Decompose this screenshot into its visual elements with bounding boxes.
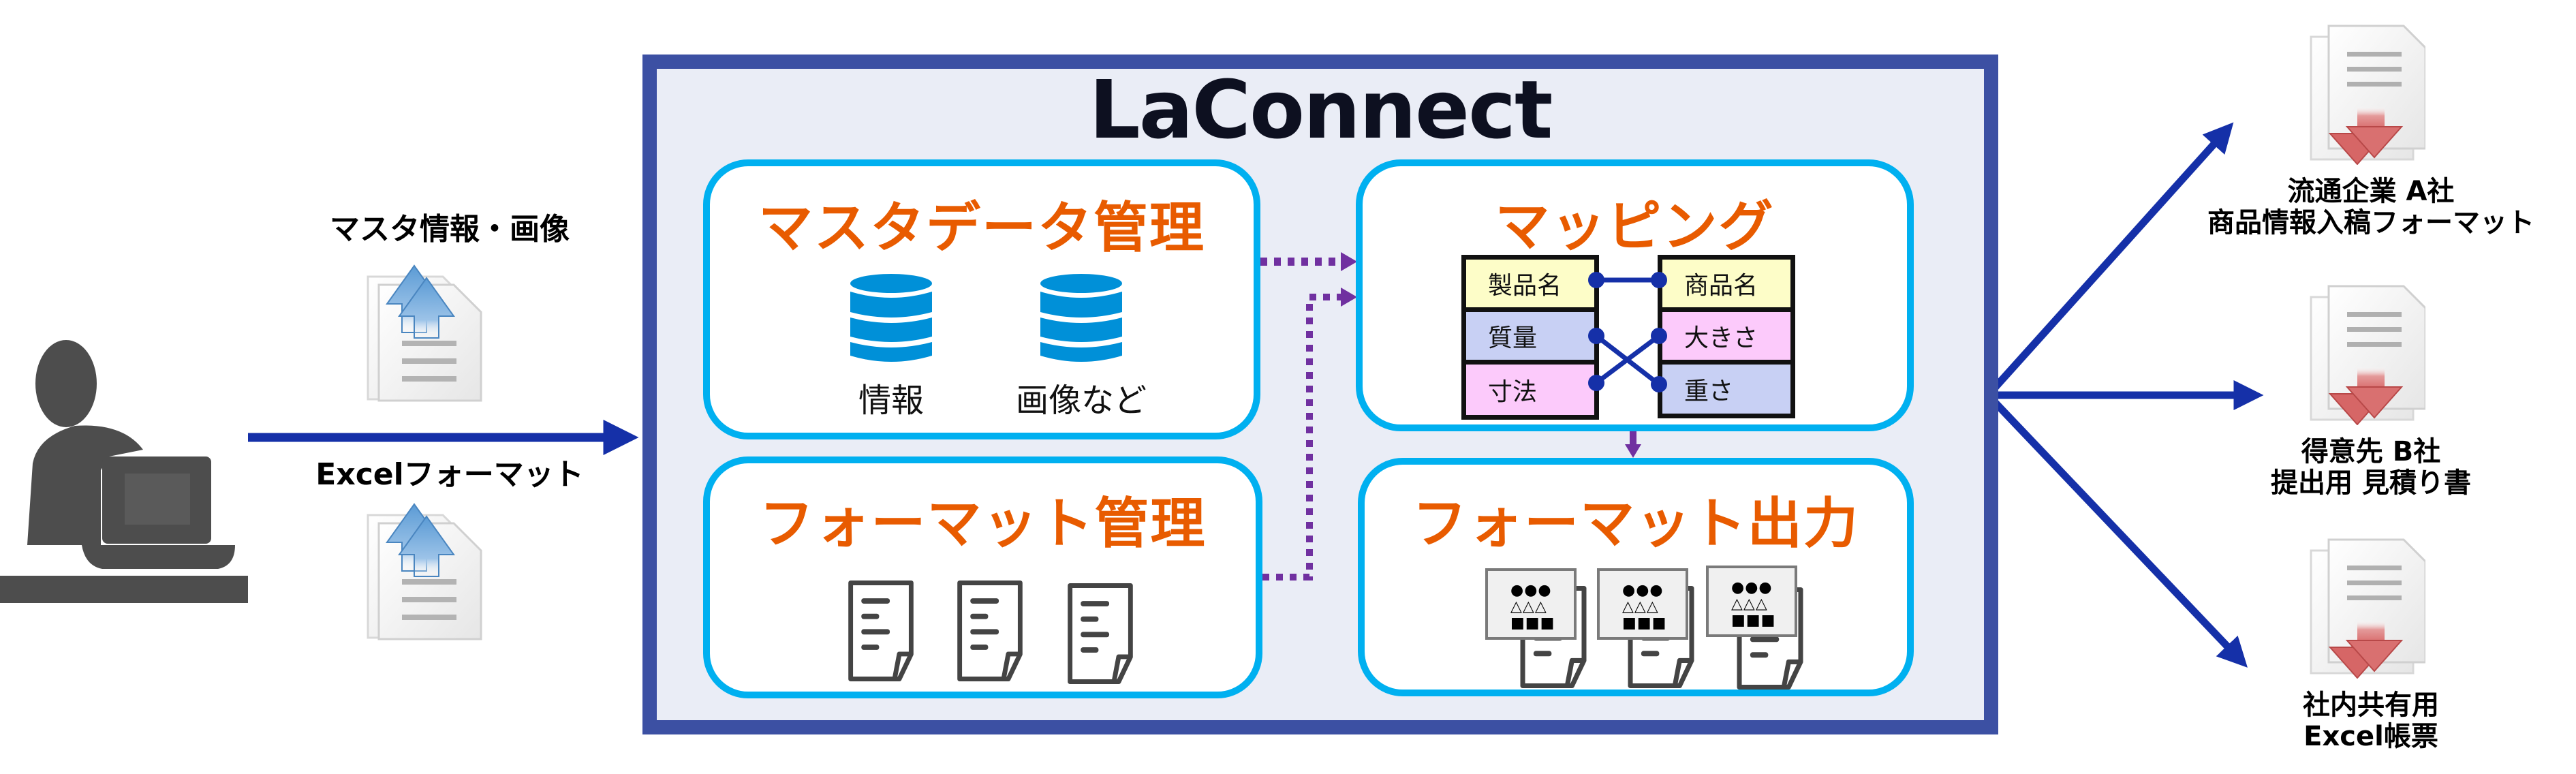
card-row-squares: ■■■ [1510,615,1555,632]
output-label-line1: 得意先 B社 [2301,436,2441,467]
output-label-a: 流通企業 A社 商品情報入稿フォーマット [2180,176,2562,238]
panel-mapping: マッピング [1356,159,1914,431]
panel-format-management: フォーマット管理 [703,456,1262,698]
card-row-circles: ●●● [1510,582,1552,599]
mapping-links [1588,272,1667,392]
output-preview-card: ●●● △△△ ■■■ [1485,568,1577,640]
card-row-circles: ●●● [1622,582,1664,599]
document-icon [1063,583,1138,684]
source-field: 製品名 [1461,255,1599,312]
database-icon [1040,274,1122,362]
output-label-line2: Excel帳票 [2303,721,2438,752]
output-label-line2: 商品情報入稿フォーマット [2207,207,2534,238]
output-label-line1: 流通企業 A社 [2287,176,2455,207]
card-row-squares: ■■■ [1731,612,1776,629]
document-icon [843,580,918,681]
source-field: 寸法 [1461,360,1599,420]
card-row-circles: ●●● [1731,579,1773,596]
panel-title: マスタデータ管理 [758,196,1205,260]
output-label-line2: 提出用 見積り書 [2271,467,2471,499]
target-field: 大きさ [1658,307,1795,365]
output-preview-card: ●●● △△△ ■■■ [1706,566,1797,637]
database-icons [850,274,1122,362]
output-arrow-c [1987,394,2248,668]
arrowhead-icon [1341,252,1357,271]
output-preview-card: ●●● △△△ ■■■ [1597,568,1688,640]
database-label: 画像など [1015,382,1147,420]
panel-title: フォーマット管理 [759,492,1207,555]
arrowhead-icon [1625,444,1641,458]
panel-title: フォーマット出力 [1412,492,1859,555]
output-label-b: 得意先 B社 提出用 見積り書 [2180,436,2562,499]
mapping-link [1594,334,1661,385]
output-arrow-a [1986,122,2234,397]
panel-title: マッピング [1495,195,1775,258]
card-row-squares: ■■■ [1622,615,1667,632]
output-label-c: 社内共有用 Excel帳票 [2180,690,2562,752]
document-icon [952,580,1027,681]
output-label-line1: 社内共有用 [2303,690,2439,721]
panel-master-data: マスタデータ管理 [703,159,1260,439]
card-row-triangles: △△△ [1510,598,1547,615]
card-row-triangles: △△△ [1622,598,1659,615]
arrowhead-icon [1341,288,1357,307]
input-label-master: マスタ情報・画像 [330,212,570,247]
page-title: LaConnect [1089,63,1553,157]
source-field: 質量 [1461,307,1599,365]
database-icon [850,274,932,362]
input-label-excel: Excelフォーマット [315,457,584,492]
database-label: 情報 [858,382,924,420]
target-field: 重さ [1658,360,1795,418]
person-at-laptop-icon [0,340,248,603]
target-field: 商品名 [1658,255,1795,312]
card-row-triangles: △△△ [1731,595,1768,613]
